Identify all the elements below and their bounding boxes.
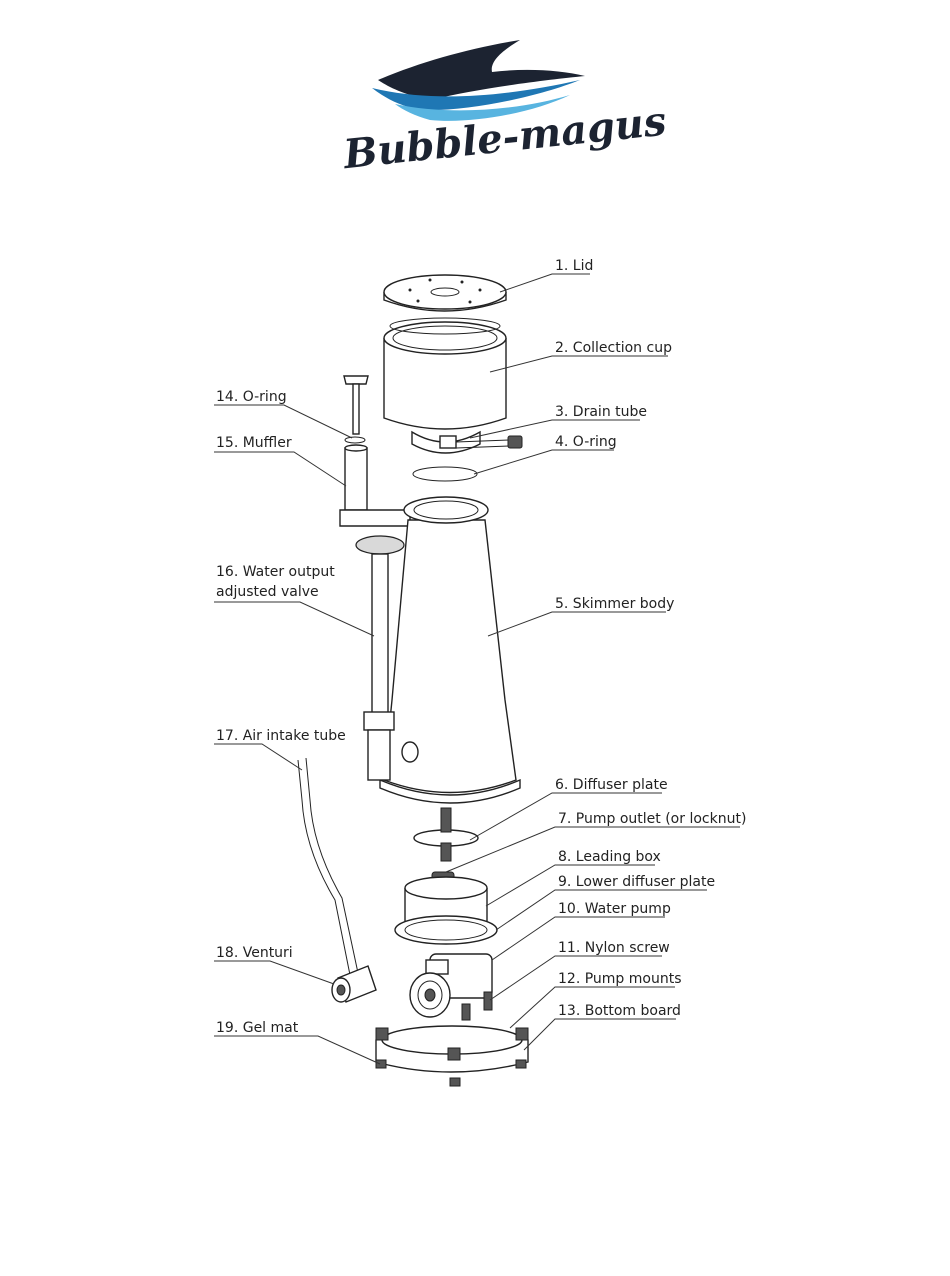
label-bottom-board: 13. Bottom board	[558, 1003, 681, 1019]
label-air-intake-tube: 17. Air intake tube	[216, 728, 346, 744]
labels-right: 1. Lid 2. Collection cup 3. Drain tube 4…	[555, 258, 746, 1019]
labels-left: 14. O-ring 15. Muffler 16. Water output …	[216, 389, 346, 1036]
label-pump-outlet: 7. Pump outlet (or locknut)	[558, 811, 746, 827]
label-o-ring-14: 14. O-ring	[216, 389, 287, 405]
label-water-pump: 10. Water pump	[558, 901, 671, 917]
label-muffler: 15. Muffler	[216, 435, 292, 451]
leader-muffler	[214, 451, 347, 487]
leader-water-pump	[491, 916, 665, 961]
label-leading-box: 8. Leading box	[558, 849, 661, 865]
part-collection-cup	[383, 317, 507, 430]
label-nylon-screw: 11. Nylon screw	[558, 940, 670, 956]
leader-venturi	[214, 960, 335, 985]
label-lid: 1. Lid	[555, 258, 593, 274]
leader-water-output-valve	[214, 601, 375, 637]
leader-lines	[214, 273, 740, 1065]
label-lower-diffuser-plate: 9. Lower diffuser plate	[558, 874, 715, 890]
brand-logo: Bubble-magus	[340, 40, 668, 178]
leader-lower-diffuser-plate	[495, 889, 707, 931]
leader-o-ring-14	[214, 404, 353, 439]
leader-collection-cup	[489, 355, 668, 373]
leader-bottom-board	[523, 1018, 676, 1051]
label-drain-tube: 3. Drain tube	[555, 404, 647, 420]
label-water-output-valve-line2: adjusted valve	[216, 584, 319, 600]
leader-lid	[499, 273, 590, 293]
part-o-ring-4	[412, 466, 478, 482]
part-muffler	[339, 444, 411, 527]
label-skimmer-body: 5. Skimmer body	[555, 596, 674, 612]
leader-diffuser-plate	[469, 792, 662, 841]
part-water-output-valve	[355, 535, 405, 781]
leader-drain-tube	[469, 419, 640, 439]
leader-nylon-screw	[489, 955, 662, 1001]
part-lower-diffuser-plate	[394, 915, 498, 945]
logo-wave-blue	[372, 80, 580, 111]
part-diffuser-plate	[413, 807, 479, 862]
leader-pump-outlet	[445, 826, 740, 873]
leader-leading-box	[485, 864, 655, 907]
label-water-output-valve-line1: 16. Water output	[216, 564, 335, 580]
label-venturi: 18. Venturi	[216, 945, 293, 961]
label-diffuser-plate: 6. Diffuser plate	[555, 777, 668, 793]
part-o-ring-14	[343, 375, 369, 444]
label-gel-mat: 19. Gel mat	[216, 1020, 299, 1036]
label-pump-mounts: 12. Pump mounts	[558, 971, 682, 987]
leader-air-intake-tube	[214, 743, 303, 771]
part-skimmer-body	[379, 496, 521, 804]
part-drain-tube	[411, 430, 523, 454]
logo-wave-dark	[378, 40, 585, 100]
part-water-pump	[409, 953, 493, 1018]
part-nylon-screw	[461, 991, 493, 1021]
leader-skimmer-body	[487, 611, 666, 637]
part-air-intake-tube	[297, 757, 359, 976]
part-venturi	[331, 965, 377, 1003]
label-o-ring-4: 4. O-ring	[555, 434, 617, 450]
logo-wave-light	[395, 95, 570, 121]
part-bottom-board	[375, 1025, 529, 1087]
label-collection-cup: 2. Collection cup	[555, 340, 672, 356]
leader-o-ring-4	[473, 449, 614, 475]
part-lid	[383, 274, 507, 312]
leader-pump-mounts	[509, 986, 675, 1029]
leader-gel-mat	[214, 1035, 381, 1065]
